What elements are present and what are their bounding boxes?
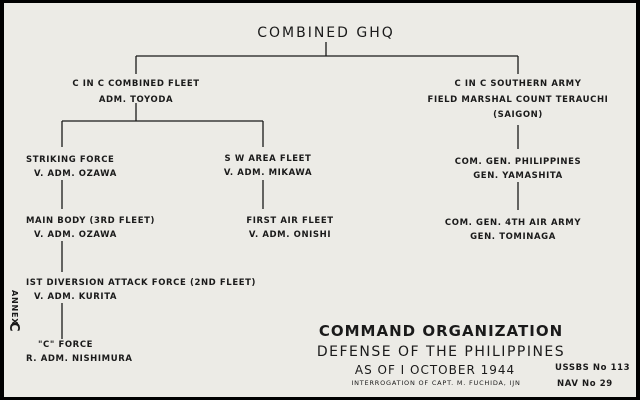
combined-ghq-label: COMBINED GHQ [257, 25, 395, 41]
cinc-southern-army-label: C IN C SOUTHERN ARMY [454, 79, 582, 89]
title-date: AS OF I OCTOBER 1944 [354, 363, 516, 377]
annex-letter: C [6, 322, 21, 333]
saigon-label: (SAIGON) [493, 110, 543, 120]
mikawa-label: V. ADM. MIKAWA [223, 168, 313, 178]
paper-background [4, 3, 636, 397]
ozawa-main-label: V. ADM. OZAWA [34, 230, 117, 240]
sw-area-fleet-label: S W AREA FLEET [224, 154, 312, 164]
interrogation-note: INTERROGATION OF CAPT. M. FUCHIDA, IJN [351, 379, 521, 387]
main-body-label: MAIN BODY (3RD FLEET) [26, 216, 156, 226]
1st-diversion-label: IST DIVERSION ATTACK FORCE (2ND FLEET) [26, 278, 257, 288]
kurita-label: V. ADM. KURITA [34, 292, 118, 302]
nishimura-label: R. ADM. NISHIMURA [26, 354, 133, 364]
onishi-label: V. ADM. ONISHI [248, 230, 332, 240]
title-command-organization: COMMAND ORGANIZATION [318, 322, 564, 340]
nav-ref: NAV No 29 [557, 379, 613, 389]
first-air-fleet-label: FIRST AIR FLEET [246, 216, 334, 226]
com-gen-4th-air-army-label: COM. GEN. 4TH AIR ARMY [444, 218, 582, 228]
cinc-combined-fleet-label: C IN C COMBINED FLEET [72, 79, 200, 89]
com-gen-philippines-label: COM. GEN. PHILIPPINES [454, 157, 582, 167]
adm-toyoda-label: ADM. TOYODA [98, 95, 174, 105]
count-terauchi-label: FIELD MARSHAL COUNT TERAUCHI [427, 95, 609, 105]
ussbs-ref: USSBS No 113 [555, 363, 631, 373]
annex-label: ANNEX [10, 290, 19, 326]
striking-force-label: STRIKING FORCE [26, 155, 115, 165]
ozawa-striking-label: V. ADM. OZAWA [34, 169, 117, 179]
yamashita-label: GEN. YAMASHITA [473, 171, 563, 181]
tominaga-label: GEN. TOMINAGA [470, 232, 556, 242]
c-force-label: "C" FORCE [38, 340, 94, 350]
title-defense-philippines: DEFENSE OF THE PHILIPPINES [316, 344, 566, 360]
